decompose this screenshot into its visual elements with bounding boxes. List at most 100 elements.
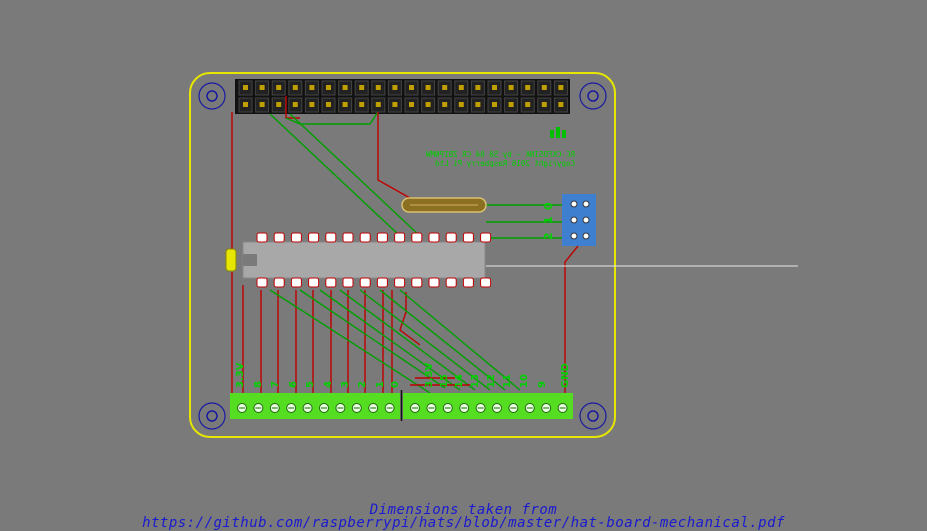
connector-label-0: 0 [542, 202, 555, 210]
resistor-component[interactable] [225, 248, 237, 272]
header-pin-pad [541, 85, 547, 90]
ic-pin-bottom [428, 277, 440, 288]
connector-pin [582, 232, 590, 240]
connector-block[interactable] [562, 194, 596, 246]
header-pin-pad [409, 102, 414, 107]
header-pin-pad [541, 102, 547, 107]
trace [379, 289, 506, 391]
trace [299, 289, 446, 389]
terminal-label-left: 8 [253, 381, 264, 388]
connector-label-1: 1 [542, 216, 555, 224]
header-pin-pad [292, 85, 298, 90]
header-pin-pad [508, 85, 514, 90]
header-pin-pad [425, 102, 431, 107]
header-pin-pad [475, 85, 481, 90]
header-pin-pad [442, 102, 448, 107]
ic-pin-top [480, 232, 492, 243]
ic-pin-bottom [342, 277, 354, 288]
ic-pin-bottom [411, 277, 423, 288]
terminal-screws [237, 403, 568, 413]
back-silkscreen: RC-CKFDSINK — by 50 04 CR ZBIPNMW Copyri… [426, 150, 575, 168]
ic-pins [256, 232, 492, 288]
ic-pin-top [445, 232, 457, 243]
mounting-hole-bottom-left [198, 402, 226, 430]
trace [339, 289, 476, 391]
connector-labels: 0 1 2 [542, 202, 555, 240]
header-pin-pad [525, 102, 531, 107]
ic-pin-top [325, 232, 337, 243]
header-pin-pad [558, 85, 564, 90]
header-pin-pad [309, 102, 315, 107]
header-pin-pad [392, 85, 398, 90]
connector-pin [570, 232, 578, 240]
capacitor[interactable] [401, 197, 487, 213]
ic-pin-top [308, 232, 320, 243]
trace [285, 111, 379, 125]
terminal-label-right: 11 [502, 374, 513, 388]
terminal-label-left: 5 [305, 381, 316, 388]
gpio-header-pins [238, 80, 568, 113]
ic-chip[interactable] [242, 241, 486, 279]
ic-pin-top [273, 232, 285, 243]
ic-pin-top [394, 232, 406, 243]
trace [289, 113, 421, 237]
terminal-label-right: GND [560, 363, 571, 388]
trace [269, 113, 401, 237]
header-pin-pad [458, 85, 464, 90]
header-pin-pad [259, 102, 265, 107]
trace [359, 289, 491, 391]
dimension-note-line2[interactable]: https://github.com/raspberrypi/hats/blob… [142, 515, 785, 531]
terminal-label-left: 6 [288, 381, 299, 388]
header-pin-pad [259, 85, 265, 90]
ic-pin-bottom [445, 277, 457, 288]
connector-pins [570, 200, 590, 240]
header-pin-pad [326, 85, 331, 90]
ic-pin-bottom [394, 277, 406, 288]
trace [564, 245, 579, 345]
header-pin-pad [558, 102, 564, 107]
silk-line-2: Copyright 2016 Raspberry Pi Ltd [435, 159, 575, 168]
header-pin-pad [442, 85, 448, 90]
header-pin-pad [359, 102, 365, 107]
mounting-hole-top-left [198, 82, 226, 110]
board-outline [189, 72, 616, 438]
header-pin-pad [342, 85, 348, 90]
trace [231, 112, 237, 259]
header-pin-pad [458, 102, 464, 107]
logo-icon [550, 127, 566, 138]
header-pin-pad [409, 85, 414, 90]
header-pin-pad [359, 85, 365, 90]
terminal-label-left: 1 [375, 381, 386, 388]
terminal-label-right: 3.3V [424, 362, 435, 388]
header-pin-pad [276, 85, 282, 90]
ic-pin-bottom [359, 277, 371, 288]
trace [399, 289, 521, 391]
ic-pin-top [342, 232, 354, 243]
connector-label-2: 2 [542, 232, 555, 240]
ic-pin-bottom [256, 277, 268, 288]
header-pin-pad [492, 85, 497, 90]
header-pin-pad [326, 102, 331, 107]
header-pin-pad [243, 102, 248, 107]
terminal-label-right: 9 [537, 381, 548, 388]
ic-pin-top [411, 232, 423, 243]
connector-pin [570, 200, 578, 208]
ic-pin1-marker [243, 254, 257, 266]
ic-pin-bottom [325, 277, 337, 288]
trace [319, 289, 461, 391]
header-pin-pad [508, 102, 514, 107]
terminal-label-left: 3 [340, 381, 351, 388]
ic-pin-top [256, 232, 268, 243]
trace [377, 112, 411, 199]
terminal-label-left: 4 [323, 381, 334, 388]
header-pin-pad [375, 102, 381, 107]
connector-pin [582, 216, 590, 224]
header-pin-pad [425, 85, 431, 90]
terminal-label-left: 2 [357, 381, 368, 388]
terminal-label-left: 0 [390, 381, 401, 388]
header-pin-pad [392, 102, 398, 107]
header-pin-pad [292, 102, 298, 107]
ic-pin-bottom [273, 277, 285, 288]
